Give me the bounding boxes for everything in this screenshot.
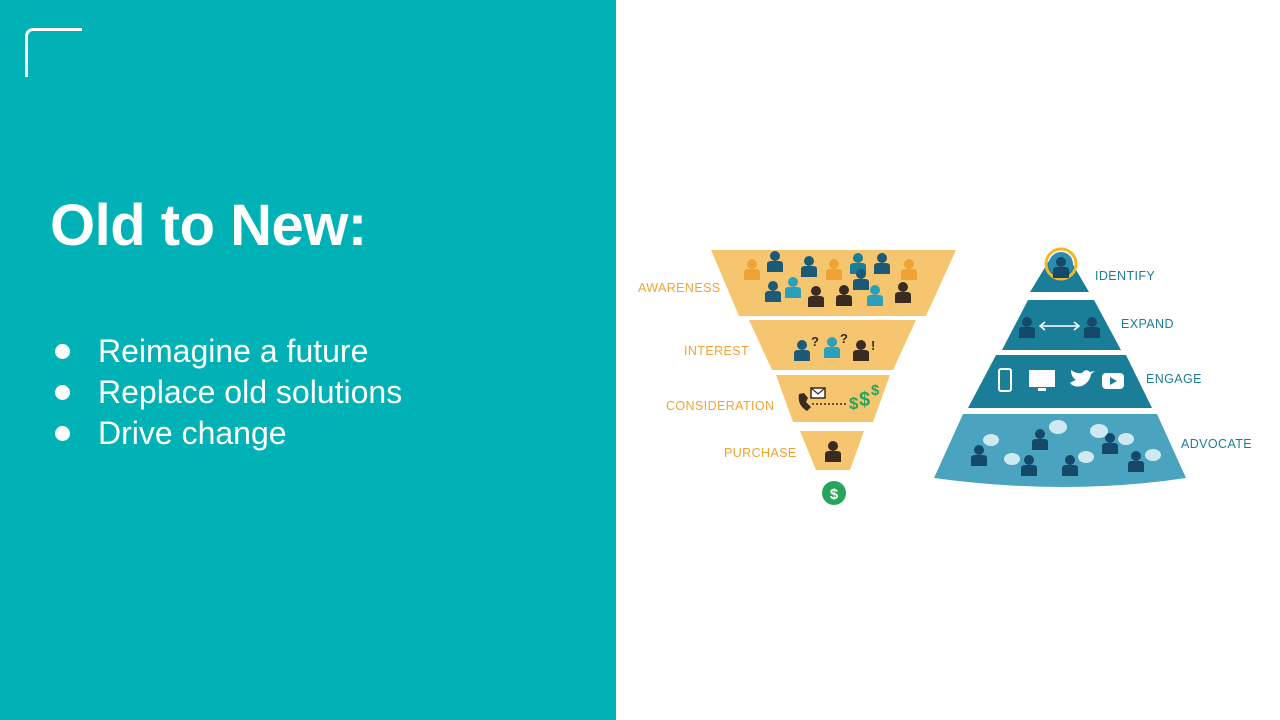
funnel-vs-pyramid-diagram: $: [616, 0, 1280, 720]
svg-text:$: $: [849, 394, 859, 413]
svg-text:?: ?: [840, 331, 848, 346]
svg-text:!: !: [871, 338, 875, 353]
pyramid-label-advocate: ADVOCATE: [1181, 437, 1252, 451]
highlighted-person-icon: [1046, 249, 1076, 279]
bullet-item: Replace old solutions: [50, 372, 402, 413]
svg-text:$: $: [830, 486, 839, 503]
diagram-graphic: $: [616, 0, 1280, 720]
funnel-label-purchase: PURCHASE: [724, 446, 797, 460]
bullet-item: Reimagine a future: [50, 331, 402, 372]
corner-bracket-decoration: [25, 28, 82, 77]
funnel-label-interest: INTEREST: [684, 344, 749, 358]
bullet-text: Replace old solutions: [98, 374, 402, 410]
marketing-funnel: $: [711, 250, 956, 505]
pyramid-stage-engage: [968, 355, 1152, 408]
bullet-dot-icon: [55, 344, 70, 359]
svg-text:$: $: [859, 389, 870, 411]
bullet-item: Drive change: [50, 413, 402, 454]
funnel-label-consideration: CONSIDERATION: [666, 399, 774, 413]
svg-text:?: ?: [811, 334, 819, 349]
bullet-text: Drive change: [98, 415, 287, 451]
pyramid-label-identify: IDENTIFY: [1095, 269, 1155, 283]
bullet-dot-icon: [55, 385, 70, 400]
title-panel: Old to New: Reimagine a future Replace o…: [0, 0, 616, 720]
pyramid-label-expand: EXPAND: [1121, 317, 1174, 331]
bullet-list: Reimagine a future Replace old solutions…: [50, 331, 402, 454]
svg-text:$: $: [871, 382, 880, 399]
slide-title: Old to New:: [50, 192, 367, 259]
funnel-label-awareness: AWARENESS: [638, 281, 721, 295]
monitor-icon: [1029, 370, 1055, 387]
marketing-pyramid: [934, 249, 1186, 487]
bullet-text: Reimagine a future: [98, 333, 368, 369]
bullet-dot-icon: [55, 426, 70, 441]
pyramid-stage-expand: [1002, 300, 1121, 350]
pyramid-label-engage: ENGAGE: [1146, 372, 1202, 386]
